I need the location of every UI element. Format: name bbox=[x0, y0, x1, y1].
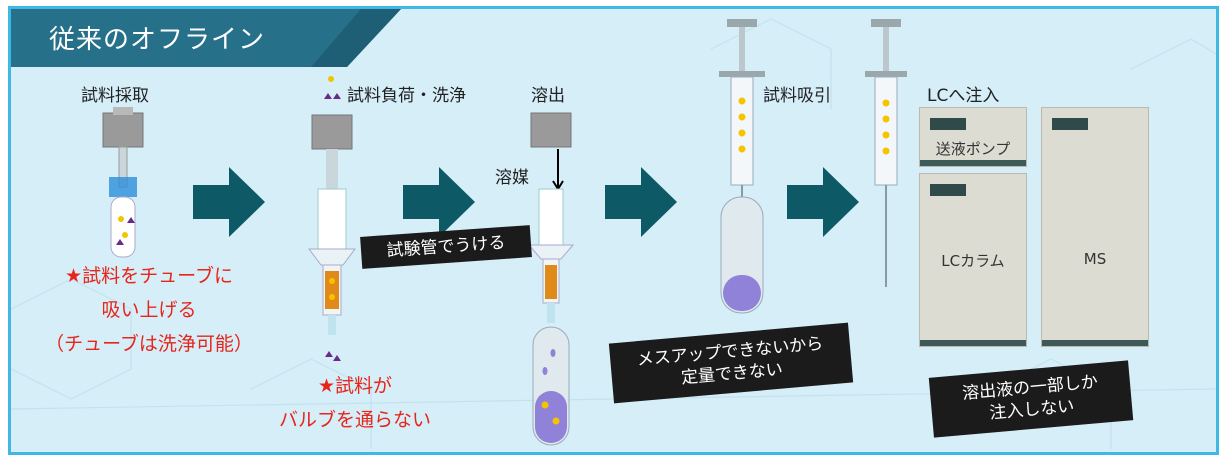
tube-note-line3: （チューブは洗浄可能） bbox=[45, 333, 253, 355]
pump-display bbox=[930, 118, 966, 130]
syringe-aspiration bbox=[719, 19, 765, 314]
column-base bbox=[920, 340, 1026, 346]
flow-arrow-1 bbox=[193, 167, 265, 237]
pump-label: 送液ポンプ bbox=[935, 140, 1011, 158]
tube-note-line2: 吸い上げる bbox=[101, 299, 197, 321]
solvent-label: 溶媒 bbox=[495, 168, 529, 188]
flow-arrow-4 bbox=[787, 167, 859, 237]
sample-cartridge-step2 bbox=[308, 76, 356, 361]
syringe-injection bbox=[865, 19, 907, 287]
valve-note-line2: バルブを通らない bbox=[278, 409, 431, 431]
lc-column-cabinet: LCカラム bbox=[919, 173, 1027, 347]
ms-display bbox=[1052, 118, 1088, 130]
page-title: 従来のオフライン bbox=[49, 25, 266, 55]
valve-note-line1: ★試料が bbox=[317, 375, 393, 397]
step5-label: LCへ注入 bbox=[927, 86, 1000, 106]
title-banner bbox=[11, 9, 401, 67]
diagram-frame: 従来のオフライン 試料採取 試料負荷・洗浄 溶出 溶媒 試料吸引 LCへ注入 bbox=[8, 6, 1219, 455]
step3-label: 溶出 bbox=[531, 86, 565, 106]
ms-label: MS bbox=[1083, 250, 1107, 268]
tube-note-line1: ★試料をチューブに bbox=[65, 265, 233, 287]
elution-setup bbox=[527, 112, 575, 446]
pump-base bbox=[920, 160, 1026, 166]
ms-cabinet: MS bbox=[1041, 107, 1149, 347]
step1-label: 試料採取 bbox=[81, 86, 149, 106]
column-label: LCカラム bbox=[941, 252, 1005, 270]
sample-cartridge-step1 bbox=[102, 107, 144, 258]
tube-note: ★試料をチューブに 吸い上げる （チューブは洗浄可能） bbox=[29, 259, 269, 361]
pump-cabinet: 送液ポンプ bbox=[919, 107, 1027, 167]
valve-note: ★試料が バルブを通らない bbox=[255, 369, 455, 437]
ms-base bbox=[1042, 340, 1148, 346]
column-display bbox=[930, 184, 966, 196]
step2-label: 試料負荷・洗浄 bbox=[347, 86, 466, 106]
flow-arrow-3 bbox=[605, 167, 677, 237]
step4-label: 試料吸引 bbox=[763, 86, 831, 106]
flow-arrow-2 bbox=[403, 167, 475, 237]
